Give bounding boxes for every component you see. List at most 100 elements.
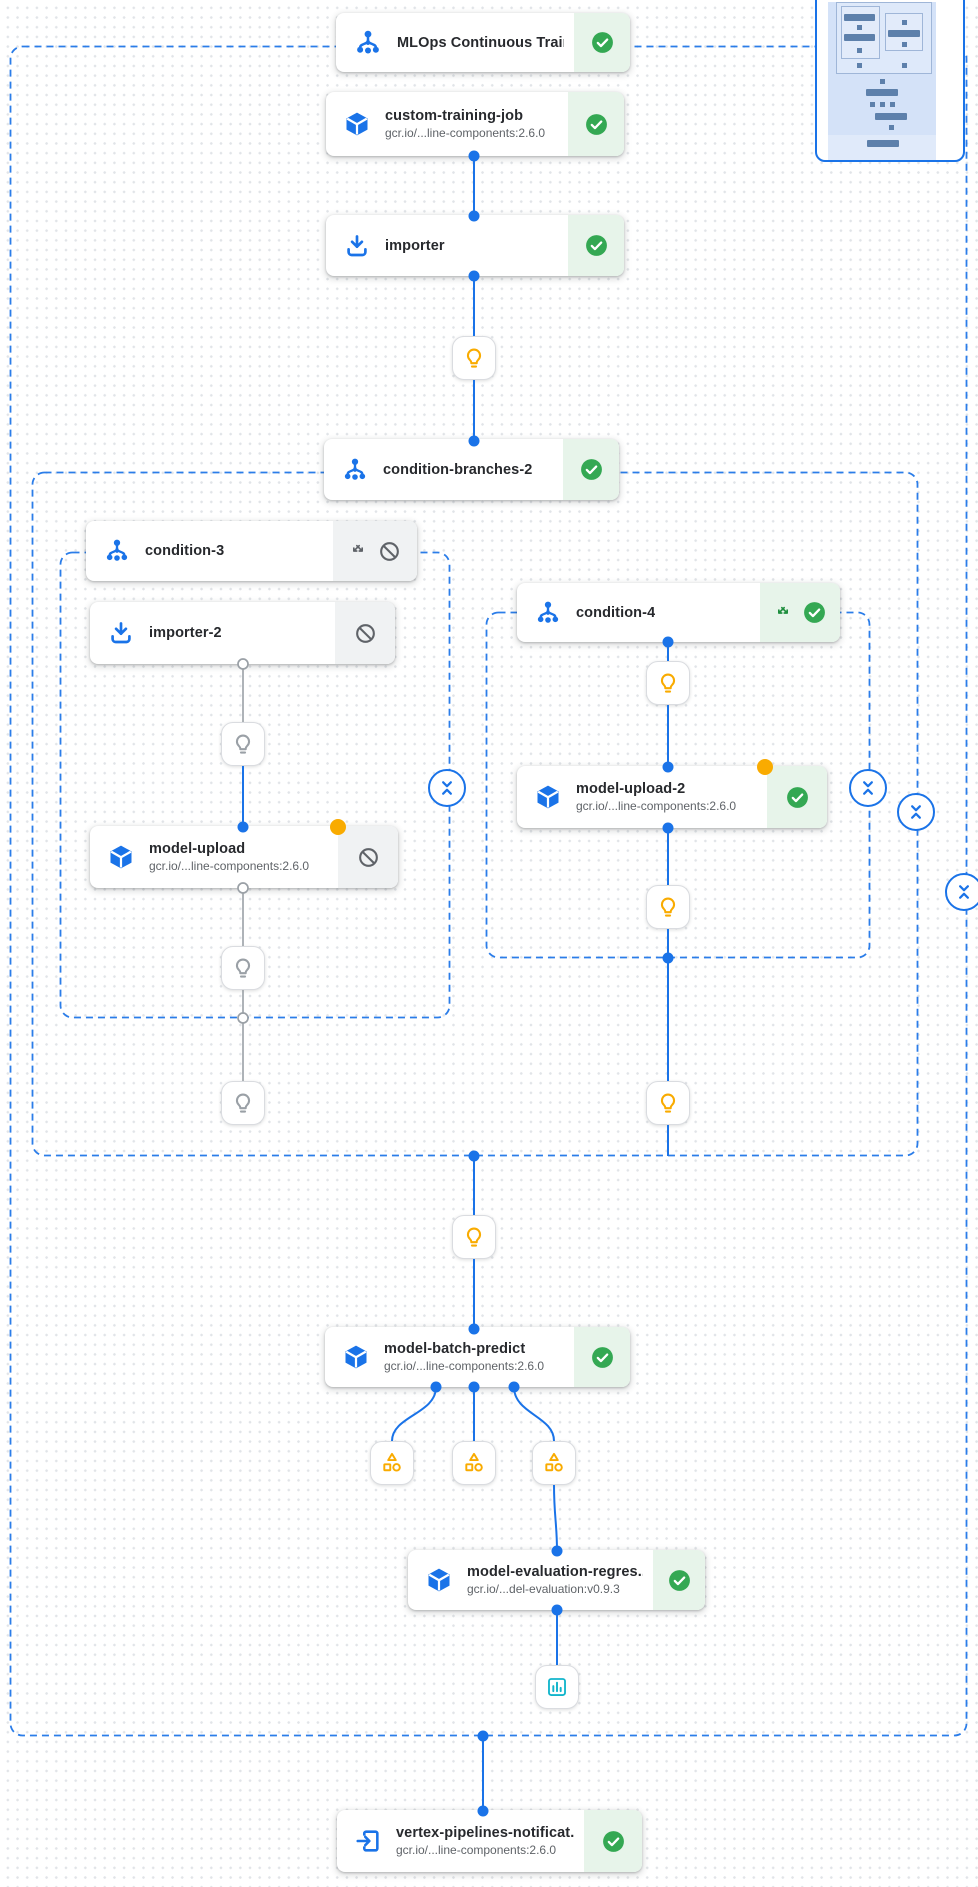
node-condition-4[interactable]: condition-4 — [517, 583, 840, 642]
node-importer[interactable]: importer — [326, 215, 624, 276]
blocked-icon — [377, 539, 402, 564]
minimap-marker — [870, 102, 875, 107]
check-circle-icon — [667, 1568, 692, 1593]
cube-icon — [342, 1343, 370, 1371]
lightbulb-icon — [461, 1224, 487, 1250]
check-circle-icon — [601, 1829, 626, 1854]
node-title: model-upload — [149, 841, 246, 857]
condition-marker[interactable] — [646, 661, 690, 705]
minimap-marker — [857, 63, 862, 68]
collapse-branches-2-button[interactable] — [897, 793, 935, 831]
blocked-icon — [356, 845, 381, 870]
cube-icon — [107, 843, 135, 871]
lightbulb-icon — [461, 345, 487, 371]
node-title: condition-branches-2 — [383, 461, 533, 478]
node-title: importer — [385, 237, 445, 254]
check-circle-icon — [590, 30, 615, 55]
condition-marker[interactable] — [221, 1081, 265, 1125]
cube-icon — [343, 110, 371, 138]
minimap-node — [844, 14, 875, 21]
download-icon — [107, 619, 135, 647]
status-badge — [653, 1550, 705, 1610]
lightbulb-icon — [655, 894, 681, 920]
status-badge — [574, 13, 630, 72]
status-badge — [568, 92, 624, 156]
minimap-node — [888, 30, 920, 37]
artifact-icon — [461, 1450, 487, 1476]
artifact-icon — [541, 1450, 567, 1476]
exit-to-app-icon — [354, 1827, 382, 1855]
node-title: condition-3 — [145, 543, 225, 559]
artifact-marker[interactable] — [370, 1441, 414, 1485]
collapse-root-button[interactable] — [945, 873, 978, 911]
node-title: model-evaluation-regres... — [467, 1564, 643, 1580]
node-subtitle: gcr.io/...del-evaluation:v0.9.3 — [467, 1582, 620, 1596]
condition-marker[interactable] — [452, 336, 496, 380]
minimap-marker — [889, 125, 894, 130]
node-model-upload[interactable]: model-upload gcr.io/...line-components:2… — [90, 826, 398, 888]
node-subtitle: gcr.io/...line-components:2.6.0 — [384, 1359, 545, 1373]
download-icon — [343, 232, 371, 260]
metrics-icon — [544, 1674, 570, 1700]
artifact-marker[interactable] — [452, 1441, 496, 1485]
node-title: MLOps Continuous Traini... — [397, 34, 564, 51]
status-badge — [563, 439, 619, 500]
lightbulb-icon — [230, 955, 256, 981]
node-condition-3[interactable]: condition-3 — [86, 521, 417, 581]
check-circle-icon — [584, 112, 609, 137]
minimap-marker — [857, 48, 862, 53]
minimap-node — [875, 113, 907, 120]
minimap-marker — [902, 42, 907, 47]
node-model-evaluation-regression[interactable]: model-evaluation-regres... gcr.io/...del… — [408, 1550, 705, 1610]
lightbulb-icon — [230, 731, 256, 757]
condition-marker[interactable] — [221, 722, 265, 766]
cube-icon — [534, 783, 562, 811]
dag-icon — [341, 456, 369, 484]
minimap-marker — [880, 79, 885, 84]
node-condition-branches-2[interactable]: condition-branches-2 — [324, 439, 619, 500]
condition-marker[interactable] — [452, 1215, 496, 1259]
condition-marker[interactable] — [221, 946, 265, 990]
minimap[interactable] — [815, 0, 965, 162]
node-pipeline-header[interactable]: MLOps Continuous Traini... — [336, 13, 630, 72]
node-model-upload-2[interactable]: model-upload-2 gcr.io/...line-components… — [517, 766, 827, 828]
check-circle-icon — [584, 233, 609, 258]
check-circle-icon — [579, 457, 604, 482]
node-title: model-upload-2 — [576, 781, 686, 797]
status-badge — [568, 215, 624, 276]
artifact-icon — [379, 1450, 405, 1476]
status-badge — [338, 826, 398, 888]
node-subtitle: gcr.io/...line-components:2.6.0 — [385, 126, 546, 140]
dag-icon — [103, 537, 131, 565]
collapse-icon — [905, 801, 927, 823]
status-badge — [333, 521, 417, 581]
metrics-marker[interactable] — [535, 1665, 579, 1709]
condition-marker[interactable] — [646, 885, 690, 929]
blocked-icon — [353, 621, 378, 646]
collapse-condition-3-button[interactable] — [428, 769, 466, 807]
node-model-batch-predict[interactable]: model-batch-predict gcr.io/...line-compo… — [325, 1327, 630, 1387]
cube-icon — [425, 1566, 453, 1594]
minimap-node — [844, 34, 875, 41]
node-title: condition-4 — [576, 604, 656, 621]
minimap-marker — [902, 20, 907, 25]
lightbulb-icon — [655, 670, 681, 696]
check-circle-icon — [785, 785, 810, 810]
minimap-marker — [902, 63, 907, 68]
node-custom-training-job[interactable]: custom-training-job gcr.io/...line-compo… — [326, 92, 624, 156]
node-subtitle: gcr.io/...line-components:2.6.0 — [396, 1843, 557, 1857]
status-badge — [584, 1810, 642, 1872]
minimap-content — [828, 135, 936, 160]
minimap-node — [866, 89, 898, 96]
collapse-condition-4-button[interactable] — [849, 769, 887, 807]
node-title: vertex-pipelines-notificat... — [396, 1825, 574, 1841]
node-importer-2[interactable]: importer-2 — [90, 602, 395, 664]
status-badge — [767, 766, 827, 828]
condition-marker[interactable] — [646, 1081, 690, 1125]
node-title: model-batch-predict — [384, 1341, 526, 1357]
artifact-marker[interactable] — [532, 1441, 576, 1485]
status-badge — [574, 1327, 630, 1387]
minimap-node — [867, 140, 899, 147]
node-vertex-pipelines-notification[interactable]: vertex-pipelines-notificat... gcr.io/...… — [337, 1810, 642, 1872]
